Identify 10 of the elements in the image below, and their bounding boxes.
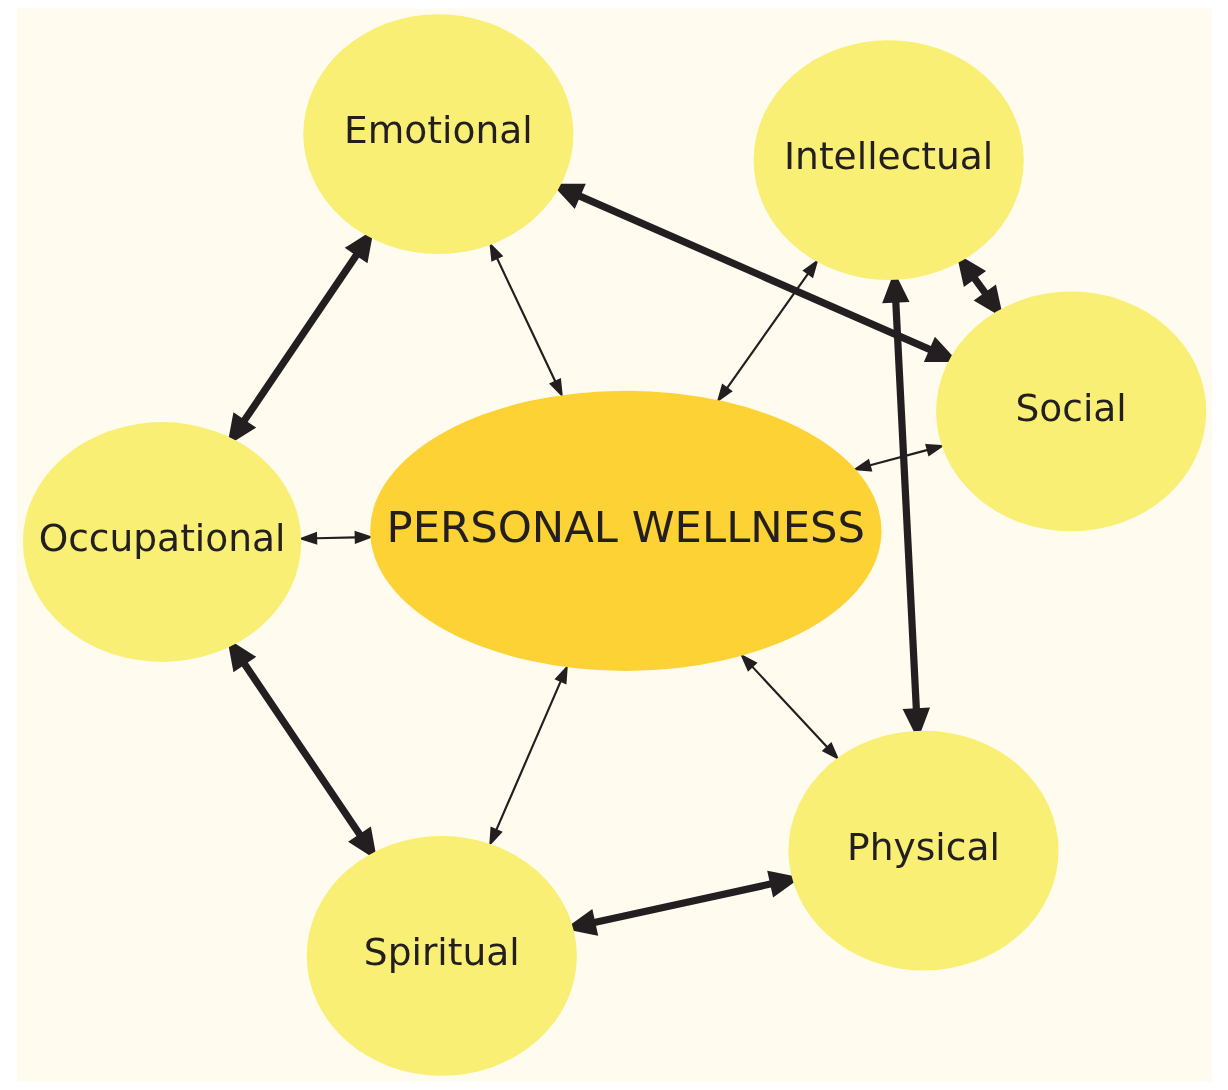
node-ellipse: Physical <box>787 730 1059 971</box>
arrow <box>739 653 839 761</box>
arrow <box>488 241 563 398</box>
node-ellipse: Social <box>935 291 1206 532</box>
arrow <box>716 258 819 403</box>
arrow <box>488 664 568 847</box>
node-ellipse: Occupational <box>22 422 301 662</box>
arrow <box>852 443 945 472</box>
node-ellipse: Emotional <box>302 14 573 254</box>
node-ellipse: Spiritual <box>306 836 577 1076</box>
